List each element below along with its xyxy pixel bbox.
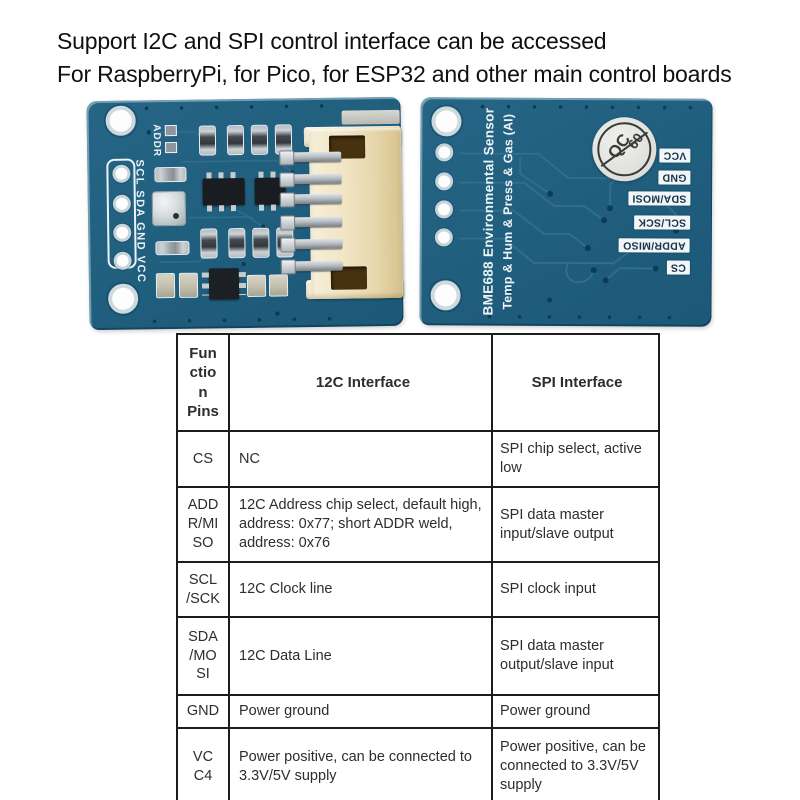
connector-shield bbox=[341, 109, 400, 125]
spi-cell: SPI clock input bbox=[491, 561, 660, 618]
pin-cell: SDA /MO SI bbox=[176, 616, 230, 696]
table-row-vcc: VC C4 Power positive, can be connected t… bbox=[176, 727, 660, 800]
table-header-row: Fun ctio n Pins 12C Interface SPI Interf… bbox=[176, 333, 660, 432]
spi-cell: SPI data master input/slave output bbox=[491, 486, 660, 563]
resistor bbox=[226, 125, 245, 156]
qc-stamp-graphic: QC 60 bbox=[597, 122, 652, 177]
pin-hole-gnd bbox=[113, 223, 132, 242]
pcb-traces bbox=[458, 104, 693, 320]
pin-hole bbox=[435, 143, 454, 162]
resistor bbox=[250, 124, 269, 155]
table-row-gnd: GND Power ground Power ground bbox=[176, 694, 660, 729]
spi-cell: Power ground bbox=[491, 694, 660, 729]
pin-label-addr-miso: ADDR/MISO bbox=[618, 238, 690, 253]
i2c-cell: NC bbox=[228, 430, 493, 488]
pin-cell: SCL /SCK bbox=[176, 561, 230, 618]
bme688-board-back: BME688 Environmental Sensor Temp & Hum &… bbox=[419, 97, 713, 327]
table-row-sda-mosi: SDA /MO SI 12C Data Line SPI data master… bbox=[176, 616, 660, 696]
spi-cell: SPI chip select, active low bbox=[491, 430, 660, 488]
addr-solder-pad bbox=[164, 124, 177, 137]
pin-label-cs: CS bbox=[666, 260, 690, 275]
pin-cell: GND bbox=[176, 694, 230, 729]
qc-sticker: QC 60 bbox=[592, 117, 657, 182]
addr-solder-pad bbox=[164, 141, 178, 154]
connector-pin bbox=[281, 173, 342, 185]
i2c-cell: 12C Address chip select, default high, a… bbox=[228, 486, 493, 563]
resistor bbox=[154, 166, 187, 183]
board-subtitle-silkscreen: Temp & Hum & Press & Gas (AI) bbox=[500, 113, 516, 310]
capacitor bbox=[246, 274, 267, 297]
board-title-silkscreen: BME688 Environmental Sensor bbox=[480, 107, 497, 316]
capacitor bbox=[178, 272, 199, 298]
header-spi-interface: SPI Interface bbox=[491, 333, 660, 432]
regulator-chip bbox=[208, 268, 240, 300]
pin-label-sda-mosi: SDA/MOSI bbox=[627, 191, 691, 206]
pin-hole bbox=[434, 228, 453, 247]
sensor-vent-hole bbox=[172, 212, 180, 220]
connector-pin bbox=[282, 260, 343, 272]
resistor bbox=[252, 227, 270, 258]
resistor bbox=[200, 228, 218, 259]
pin-cell: CS bbox=[176, 430, 230, 488]
resistor bbox=[198, 125, 217, 156]
pin-row-silkscreen-label: SCL SDA GND VCC bbox=[133, 159, 147, 284]
table-row-scl-sck: SCL /SCK 12C Clock line SPI clock input bbox=[176, 561, 660, 618]
addr-silkscreen-label: ADDR bbox=[150, 124, 163, 158]
spi-cell: Power positive, can be connected to 3.3V… bbox=[491, 727, 660, 800]
capacitor bbox=[155, 272, 176, 299]
bme688-sensor-package bbox=[151, 190, 187, 227]
header-i2c-interface: 12C Interface bbox=[228, 333, 493, 432]
pin-function-table: Fun ctio n Pins 12C Interface SPI Interf… bbox=[176, 333, 660, 800]
pin-hole bbox=[435, 172, 454, 191]
connector-pin bbox=[282, 216, 343, 228]
capacitor bbox=[268, 274, 289, 297]
pin-hole bbox=[434, 200, 454, 219]
bme688-board-front: ADDR SCL SDA GND VCC bbox=[86, 96, 404, 331]
headline-line-2: For RaspberryPi, for Pico, for ESP32 and… bbox=[57, 61, 732, 87]
headline: Support I2C and SPI control interface ca… bbox=[57, 25, 732, 91]
header-function-pins: Fun ctio n Pins bbox=[176, 333, 230, 432]
connector-pin bbox=[281, 151, 342, 163]
resistor bbox=[155, 240, 190, 256]
headline-line-1: Support I2C and SPI control interface ca… bbox=[57, 28, 607, 54]
pin-hole-sda bbox=[112, 194, 131, 213]
pin-hole-scl bbox=[112, 164, 131, 183]
i2c-cell: Power positive, can be connected to 3.3V… bbox=[228, 727, 493, 800]
connector-pin bbox=[281, 193, 342, 205]
pin-cell: VC C4 bbox=[176, 727, 230, 800]
pin-cell: ADD R/MI SO bbox=[176, 486, 230, 563]
mounting-hole bbox=[430, 280, 461, 311]
connector-pin bbox=[282, 238, 343, 250]
soic8-chip bbox=[202, 178, 245, 206]
i2c-cell: 12C Clock line bbox=[228, 561, 493, 618]
table-row-cs: CS NC SPI chip select, active low bbox=[176, 430, 660, 488]
pin-label-gnd: GND bbox=[657, 170, 691, 185]
pin-label-scl-sck: SCL/SCK bbox=[633, 215, 690, 230]
spi-cell: SPI data master output/slave input bbox=[491, 616, 660, 696]
table-row-addr-miso: ADD R/MI SO 12C Address chip select, def… bbox=[176, 486, 660, 563]
i2c-cell: 12C Data Line bbox=[228, 616, 493, 696]
pin-label-vcc: VCC bbox=[659, 148, 691, 163]
resistor bbox=[228, 227, 246, 259]
i2c-cell: Power ground bbox=[228, 694, 493, 729]
mounting-hole bbox=[431, 106, 462, 137]
